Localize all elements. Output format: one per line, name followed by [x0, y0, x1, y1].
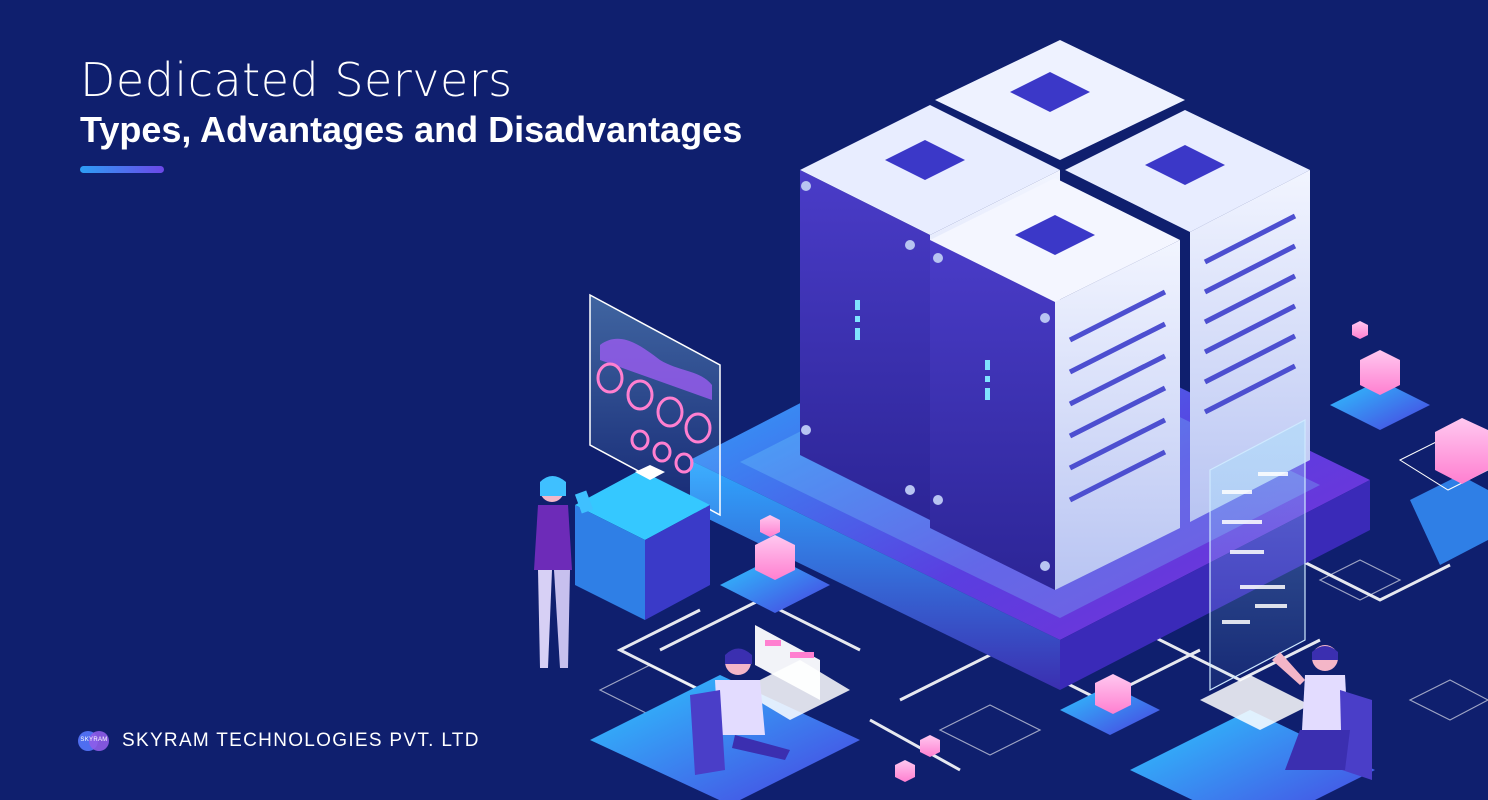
code-hologram-screen	[1209, 419, 1306, 691]
brand-footer: SKYRAM SKYRAM TECHNOLOGIES PVT. LTD	[78, 728, 480, 754]
server-rack-front	[801, 178, 1180, 590]
pedestal-left	[575, 465, 710, 620]
brand-logo-text: SKYRAM	[80, 737, 108, 743]
small-tile-right	[1330, 380, 1430, 430]
title-block: Dedicated Servers Types, Advantages and …	[80, 52, 742, 152]
brand-name: SKYRAM TECHNOLOGIES PVT. LTD	[122, 730, 480, 751]
dashboard-hologram	[589, 293, 721, 517]
person-right	[1272, 645, 1372, 780]
person-standing	[534, 476, 594, 668]
small-tile-left	[720, 557, 830, 613]
pedestal-right	[1398, 439, 1488, 565]
person-seated	[690, 648, 790, 775]
pink-cubes	[755, 321, 1488, 782]
title-accent-bar	[80, 166, 164, 173]
brand-logo-icon: SKYRAM	[78, 728, 110, 754]
server-rack-back-right	[935, 40, 1185, 160]
desk-platform-left	[590, 625, 860, 800]
page-title: Dedicated Servers	[80, 53, 513, 107]
page-subtitle: Types, Advantages and Disadvantages	[80, 109, 743, 150]
desk-platform-right	[1130, 675, 1375, 800]
